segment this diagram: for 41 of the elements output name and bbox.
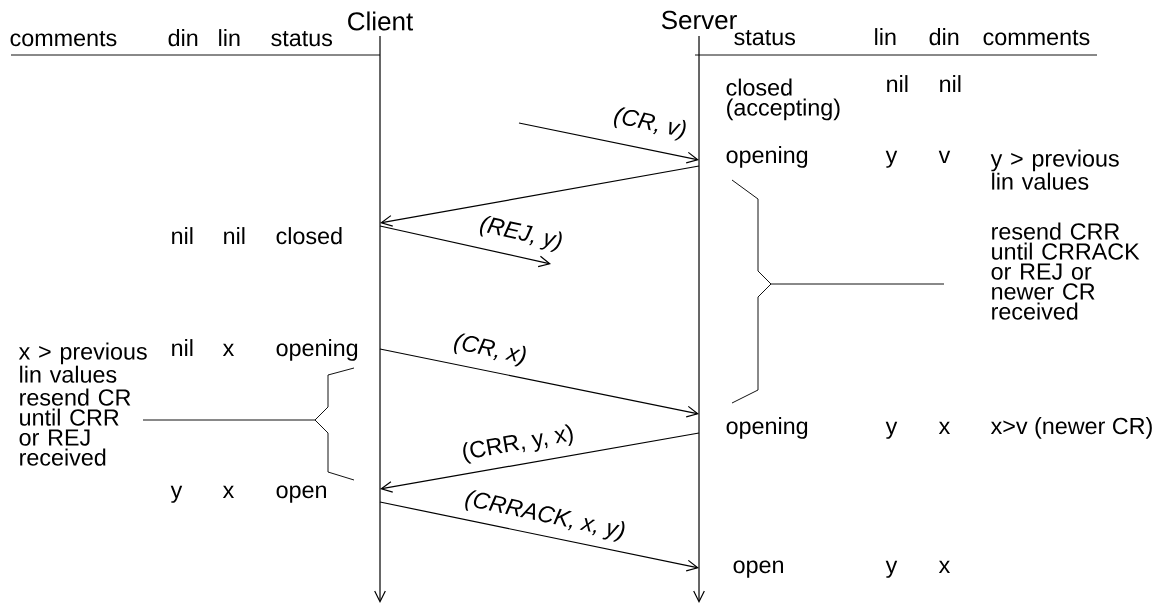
table-cell: opening [726,146,808,168]
table-cell: din [168,29,198,47]
table-cell: nil [172,339,193,356]
message-arrow [379,225,551,268]
message-label: (REJ, y) [475,212,567,256]
message-arrow [379,348,699,418]
table-cell: v [938,150,951,163]
table-cell: x [938,560,951,573]
table-cell: nil [172,227,193,244]
table-cell: y [170,485,183,503]
message-arrow [380,165,700,227]
table-cell: nil [887,75,908,92]
table-cell: nil [224,227,245,244]
table-cell: x [938,421,951,434]
table-cell: x [222,343,234,356]
message-arrow [379,501,699,572]
table-cell: x>v (newer CR) [990,417,1152,439]
table-cell: opening [726,417,808,439]
table-cell: y [885,421,898,439]
table-cell: comments [983,29,1090,46]
message-arrow [380,432,700,493]
comment-text: y > previous lin values [990,149,1119,190]
table-cell: comments [10,30,117,47]
table-cell: opening [276,339,358,361]
comment-text: resend CR until CRR or REJ received [19,388,131,466]
table-cell: nil [940,75,961,92]
comment-text: closed (accepting) [726,78,840,121]
table-cell: y [885,150,898,168]
message-arrow [518,122,699,164]
table-cell: open [733,560,783,578]
table-cell: y [885,560,898,578]
message-label: (CR, v) [610,104,690,144]
message-label: (CR, x) [450,330,530,370]
table-cell: x [222,485,234,498]
table-cell: din [929,28,959,46]
table-cell: lin [219,29,240,46]
table-cell: lin [875,28,896,45]
table-cell: open [276,485,326,503]
table-cell: status [734,29,796,46]
comment-text: resend CRR until CRRACK or REJ or newer CR received [991,222,1140,320]
message-label: (CRR, y, x) [458,421,578,467]
